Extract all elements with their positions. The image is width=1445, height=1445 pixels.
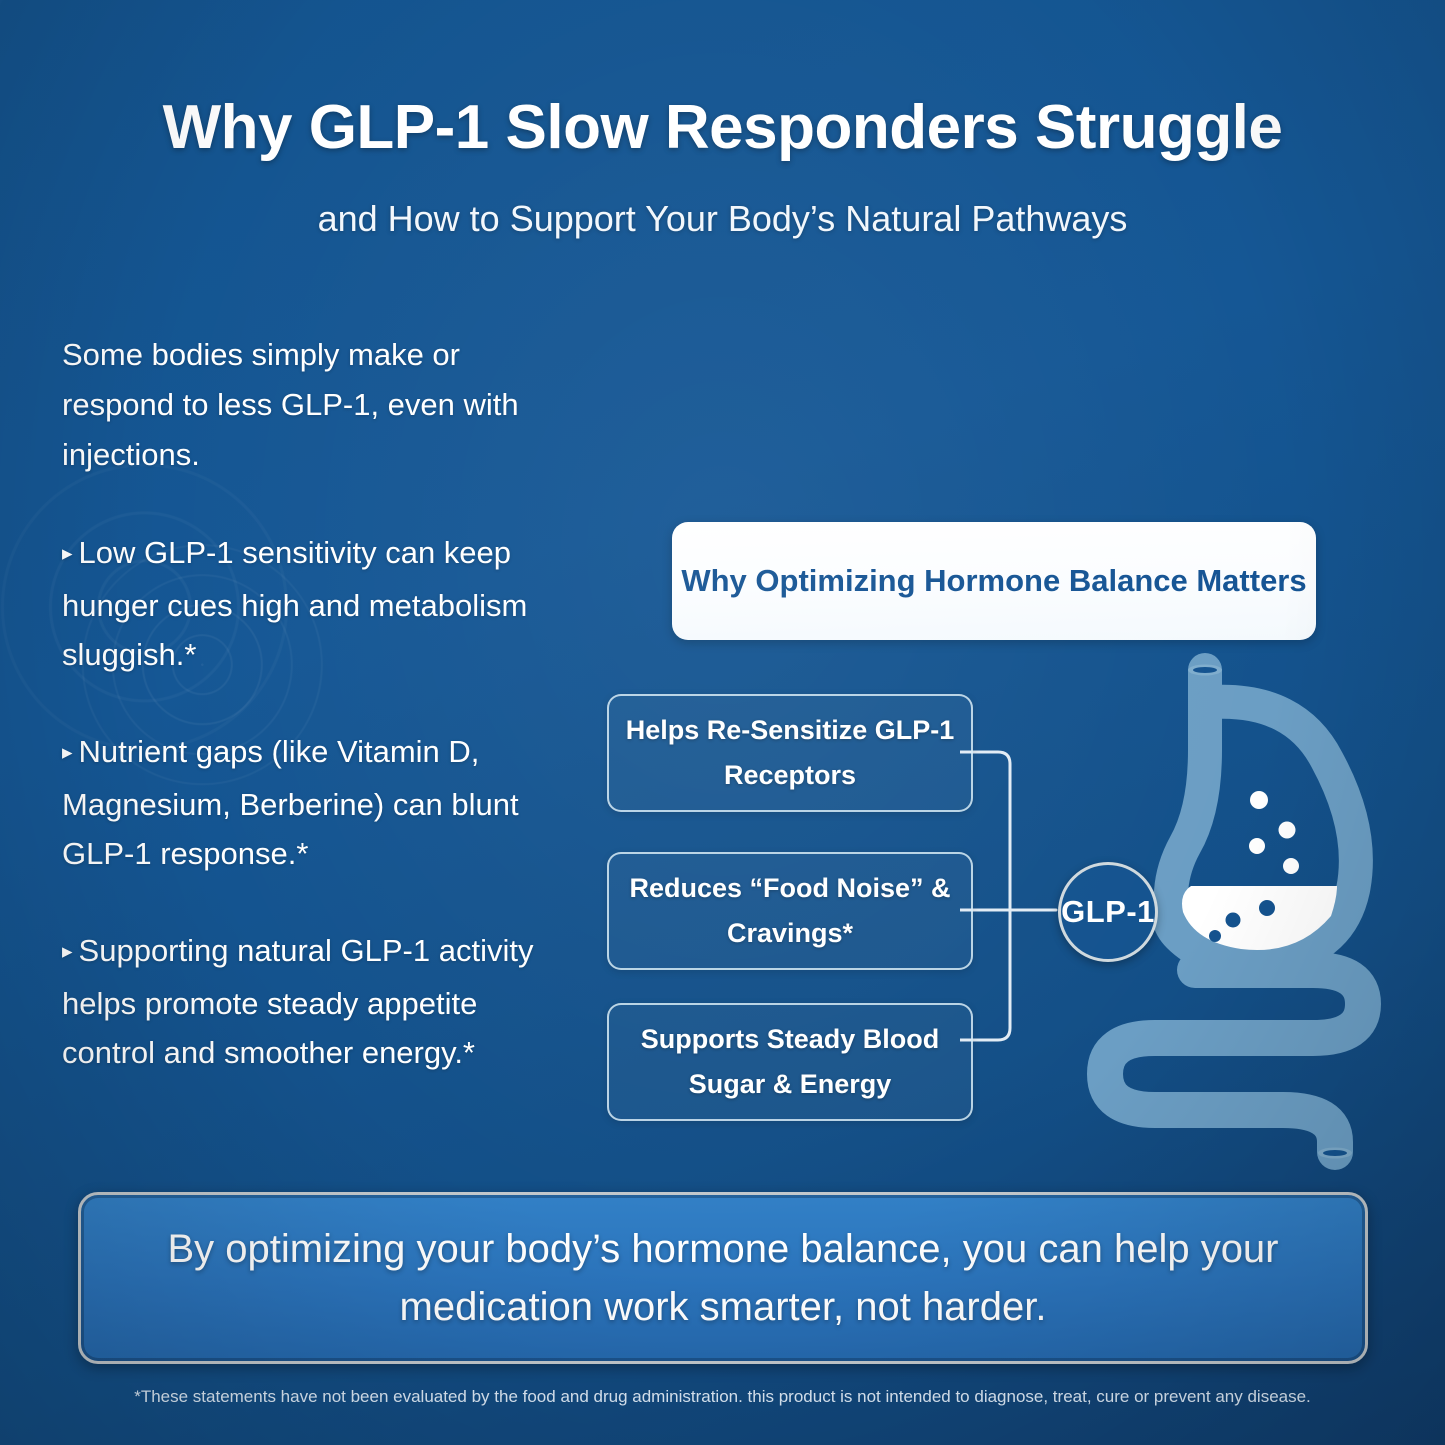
page-subtitle: and How to Support Your Body’s Natural P… xyxy=(317,198,1128,239)
hormone-balance-card: Why Optimizing Hormone Balance Matters xyxy=(672,522,1316,640)
summary-banner-text: By optimizing your body’s hormone balanc… xyxy=(167,1227,1279,1329)
benefit-label-2: Reduces “Food Noise” & Cravings* xyxy=(629,873,951,948)
triangle-bullet-icon: ▸ xyxy=(62,940,73,963)
page-title: Why GLP-1 Slow Responders Struggle xyxy=(162,93,1283,162)
bullet-item-1: ▸Low GLP-1 sensitivity can keep hunger c… xyxy=(62,528,562,679)
disclaimer-text: *These statements have not been evaluate… xyxy=(134,1387,1311,1406)
benefit-label-1: Helps Re-Sensitize GLP-1 Receptors xyxy=(625,715,955,790)
glp1-hub-label: GLP-1 xyxy=(1061,894,1155,929)
benefit-label-3: Supports Steady Blood Sugar & Energy xyxy=(640,1024,940,1099)
bullet-item-2: ▸Nutrient gaps (like Vitamin D, Magnesiu… xyxy=(62,727,562,878)
left-text-column: Some bodies simply make or respond to le… xyxy=(62,330,562,1077)
benefit-box-3[interactable]: Supports Steady Blood Sugar & Energy xyxy=(607,1003,973,1121)
summary-banner: By optimizing your body’s hormone balanc… xyxy=(78,1192,1368,1364)
glp1-hub-badge: GLP-1 xyxy=(1058,862,1158,962)
bullet-item-3: ▸Supporting natural GLP-1 activity helps… xyxy=(62,926,562,1077)
hormone-balance-card-title: Why Optimizing Hormone Balance Matters xyxy=(681,563,1307,598)
triangle-bullet-icon: ▸ xyxy=(62,741,73,764)
bullet-text-1: Low GLP-1 sensitivity can keep hunger cu… xyxy=(62,535,528,672)
bullet-text-3: Supporting natural GLP-1 activity helps … xyxy=(62,933,534,1070)
benefit-box-1[interactable]: Helps Re-Sensitize GLP-1 Receptors xyxy=(607,694,973,812)
bullet-text-2: Nutrient gaps (like Vitamin D, Magnesium… xyxy=(62,734,519,871)
triangle-bullet-icon: ▸ xyxy=(62,542,73,565)
lead-paragraph: Some bodies simply make or respond to le… xyxy=(62,337,519,472)
benefit-box-2[interactable]: Reduces “Food Noise” & Cravings* xyxy=(607,852,973,970)
